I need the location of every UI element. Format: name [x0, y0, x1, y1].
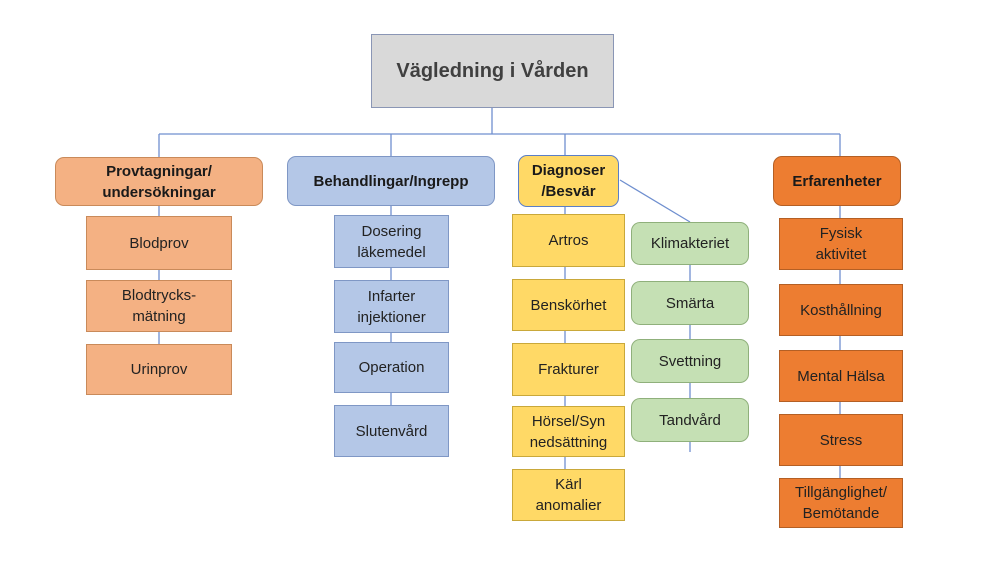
- node-artros: Artros: [512, 214, 625, 267]
- node-fysisk-aktivitet: Fysisk aktivitet: [779, 218, 903, 270]
- category-behandlingar: Behandlingar/Ingrepp: [287, 156, 495, 206]
- category-diagnoser: Diagnoser /Besvär: [518, 155, 619, 207]
- root-node: Vägledning i Vården: [371, 34, 614, 108]
- node-blodtrycksmatning: Blodtrycks- mätning: [86, 280, 232, 332]
- node-blodprov: Blodprov: [86, 216, 232, 270]
- category-provtagningar: Provtagningar/ undersökningar: [55, 157, 263, 206]
- node-tillganglighet-bemotande: Tillgänglighet/ Bemötande: [779, 478, 903, 528]
- node-slutenvard: Slutenvård: [334, 405, 449, 457]
- node-horsel-syn-nedsattning: Hörsel/Syn nedsättning: [512, 406, 625, 457]
- node-frakturer: Frakturer: [512, 343, 625, 396]
- node-urinprov: Urinprov: [86, 344, 232, 395]
- node-smarta: Smärta: [631, 281, 749, 325]
- node-dosering-lakemedel: Dosering läkemedel: [334, 215, 449, 268]
- node-stress: Stress: [779, 414, 903, 466]
- category-erfarenheter: Erfarenheter: [773, 156, 901, 206]
- node-kosthallning: Kosthållning: [779, 284, 903, 336]
- node-benskorhet: Benskörhet: [512, 279, 625, 331]
- node-operation: Operation: [334, 342, 449, 393]
- node-mental-halsa: Mental Hälsa: [779, 350, 903, 402]
- node-karl-anomalier: Kärl anomalier: [512, 469, 625, 521]
- node-svettning: Svettning: [631, 339, 749, 383]
- node-klimakteriet: Klimakteriet: [631, 222, 749, 265]
- node-infarter-injektioner: Infarter injektioner: [334, 280, 449, 333]
- node-tandvard: Tandvård: [631, 398, 749, 442]
